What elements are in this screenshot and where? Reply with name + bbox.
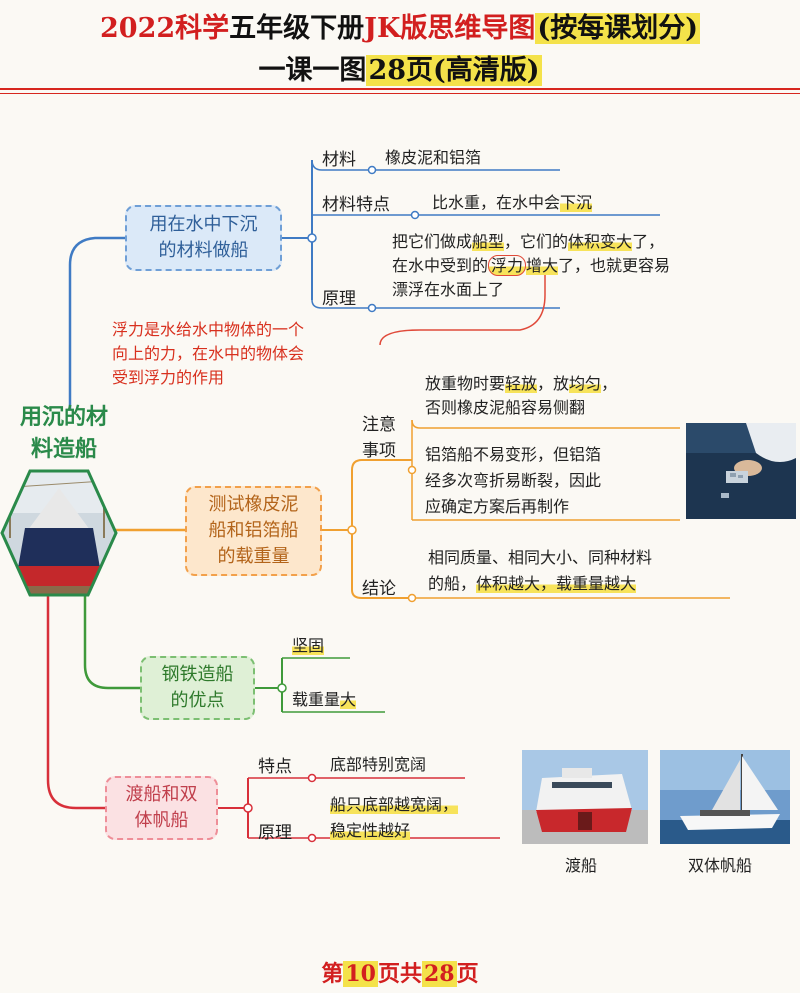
principle-label: 原理	[322, 289, 356, 309]
branch-test-load-capacity: 测试橡皮泥船和铝箔船的载重量	[185, 486, 322, 576]
buoyancy-note: 浮力是水给水中物体的一个 向上的力，在水中的物体会 受到浮力的作用	[112, 320, 305, 387]
material-label: 材料	[322, 150, 356, 170]
caution-item-1: 放重物时要轻放，放均匀， 否则橡皮泥船容易侧翻	[425, 374, 618, 417]
title-line-2: 一课一图28页(高清版)	[258, 55, 542, 86]
principle-text: 把它们做成船型，它们的体积变大了， 在水中受到的浮力增大了，也就更容易 漂浮在水…	[392, 232, 671, 299]
material-feature-label: 材料特点	[322, 195, 390, 215]
catamaran-photo	[660, 750, 790, 844]
branch-ferry-catamaran: 渡船和双体帆船	[105, 776, 218, 840]
header-divider	[0, 88, 800, 90]
conclusion-text: 相同质量、相同大小、同种材料 的船，体积越大，载重量越大	[428, 548, 653, 593]
caution-label: 注意 事项	[362, 415, 396, 461]
branch-sink-materials-boat: 用在水中下沉的材料做船	[125, 205, 282, 271]
conclusion-label: 结论	[362, 579, 396, 599]
central-topic-label: 用沉的材 料造船	[19, 405, 108, 462]
caution-item-2: 铝箔船不易变形，但铝箔 经多次弯折易断裂，因此 应确定方案后再制作	[425, 445, 602, 516]
ferry-principle-label: 原理	[258, 823, 292, 843]
branch-steel-boat-advantages: 钢铁造船的优点	[140, 656, 255, 720]
ferry-feature-label: 特点	[258, 757, 292, 777]
foil-boat-photo	[686, 423, 796, 519]
steel-advantage-strong: 坚固	[292, 636, 325, 655]
header-divider-thin	[0, 93, 800, 94]
steel-advantage-capacity: 载重量大	[292, 690, 357, 709]
catamaran-caption: 双体帆船	[688, 856, 753, 875]
central-ship-image	[0, 469, 118, 597]
title-line-1: 2022科学五年级下册JK版思维导图(按每课划分)	[100, 13, 700, 44]
ferry-feature-value: 底部特别宽阔	[330, 755, 427, 774]
ferry-photo	[522, 750, 648, 844]
material-value: 橡皮泥和铝箔	[385, 148, 482, 167]
page-indicator: 第10页共28页	[321, 961, 479, 987]
ferry-principle-value: 船只底部越宽阔， 稳定性越好	[330, 795, 459, 840]
material-feature-value: 比水重，在水中会下沉	[432, 193, 593, 212]
ferry-caption: 渡船	[565, 856, 598, 875]
